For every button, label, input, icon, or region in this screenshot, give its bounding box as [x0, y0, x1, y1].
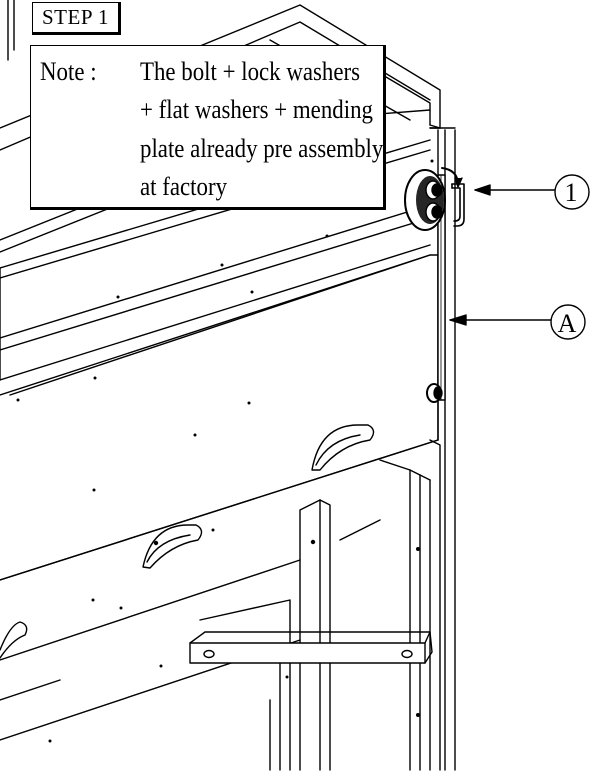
- callout-1-leader: [474, 174, 590, 210]
- step-label-box: STEP 1: [32, 2, 121, 35]
- callout-a-leader: [449, 304, 586, 340]
- step-label: STEP 1: [42, 5, 109, 29]
- bolt-washer-assembly-top: [404, 167, 463, 231]
- note-prefix: Note :: [40, 57, 97, 86]
- note-line-1: The bolt + lock washers: [140, 57, 361, 86]
- bolt-washer-assembly-bottom: [426, 383, 443, 403]
- left-frame-edge: [7, 0, 15, 61]
- hex-key-wrench: [451, 183, 465, 227]
- callout-1-label: 1: [564, 178, 578, 207]
- callout-a-label: A: [557, 309, 577, 338]
- note-line-2: + flat washers + mending: [140, 95, 373, 124]
- lower-structure: [0, 439, 439, 771]
- note-line-4: at factory: [140, 172, 228, 201]
- note-box: Note : The bolt + lock washers + flat wa…: [30, 45, 386, 210]
- note-line-3: plate already pre assembly: [140, 134, 384, 163]
- panel-holes: [16, 159, 434, 743]
- hand-hold-slots: [0, 424, 375, 659]
- cross-bar: [189, 631, 433, 664]
